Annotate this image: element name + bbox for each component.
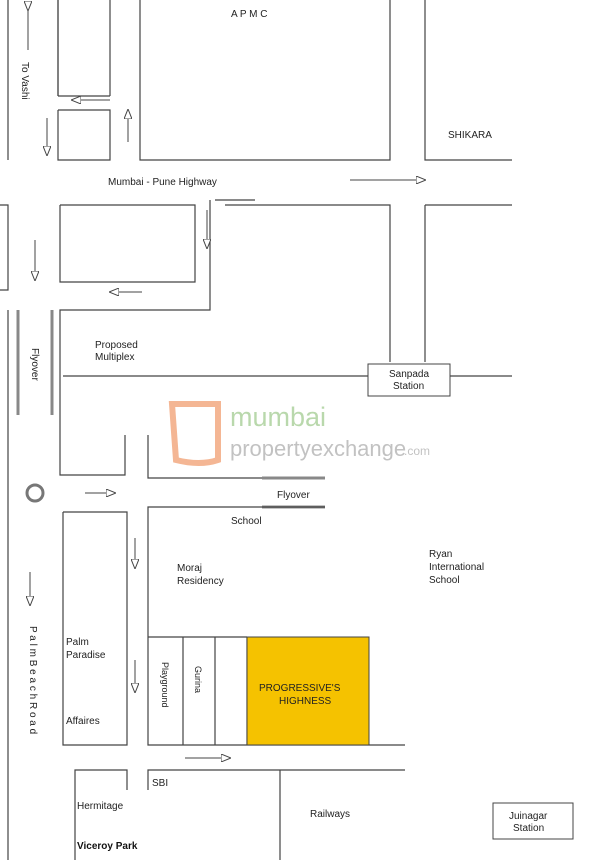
shikara-label: SHIKARA	[448, 130, 492, 141]
flyover-vertical-label: Flyover	[29, 348, 40, 381]
affaires-label: Affaires	[66, 716, 100, 727]
playground-label: Playground	[160, 662, 170, 708]
sanpada-label-2: Station	[393, 381, 424, 392]
watermark-logo: mumbai propertyexchange .com	[168, 401, 430, 466]
ryan-label-3: School	[429, 575, 460, 586]
progressives-highness-plot	[246, 636, 370, 746]
watermark-line1: mumbai	[230, 402, 326, 432]
watermark-line2: propertyexchange	[230, 436, 406, 461]
to-vashi-label: To Vashi	[19, 62, 30, 100]
apmc-label: A P M C	[231, 9, 268, 20]
moraj-label-1: Moraj	[177, 563, 202, 574]
juinagar-label-2: Station	[513, 823, 544, 834]
flyover-horizontal-label: Flyover	[277, 490, 310, 501]
highway-label: Mumbai - Pune Highway	[108, 177, 217, 188]
roundabout-icon	[25, 483, 45, 503]
palm-paradise-label-2: Paradise	[66, 650, 106, 661]
highlight-label-2: HIGHNESS	[279, 696, 332, 707]
palm-beach-road-label: P a l m B e a c h R o a d	[27, 626, 38, 734]
sbi-label: SBI	[152, 778, 168, 789]
map-labels: A P M C To Vashi SHIKARA Mumbai - Pune H…	[19, 9, 548, 852]
juinagar-label-1: Juinagar	[509, 811, 548, 822]
road-network	[0, 0, 512, 860]
school-label: School	[231, 516, 262, 527]
juinagar-station-box	[492, 802, 574, 840]
highlight-label-1: PROGRESSIVE'S	[259, 683, 341, 694]
proposed-label-2: Multiplex	[95, 352, 134, 363]
gurina-label: Gurina	[193, 666, 203, 693]
proposed-label-1: Proposed	[95, 340, 138, 351]
ryan-label-2: International	[429, 562, 484, 573]
sanpada-label-1: Sanpada	[389, 369, 429, 380]
moraj-label-2: Residency	[177, 576, 224, 587]
ryan-label-1: Ryan	[429, 549, 452, 560]
hermitage-label: Hermitage	[77, 801, 124, 812]
palm-paradise-label-1: Palm	[66, 637, 89, 648]
sanpada-station-box	[367, 363, 451, 397]
watermark-suffix: .com	[404, 444, 430, 458]
railways-label: Railways	[310, 809, 350, 820]
direction-arrows	[28, 10, 425, 758]
viceroy-park-label: Viceroy Park	[77, 841, 138, 852]
